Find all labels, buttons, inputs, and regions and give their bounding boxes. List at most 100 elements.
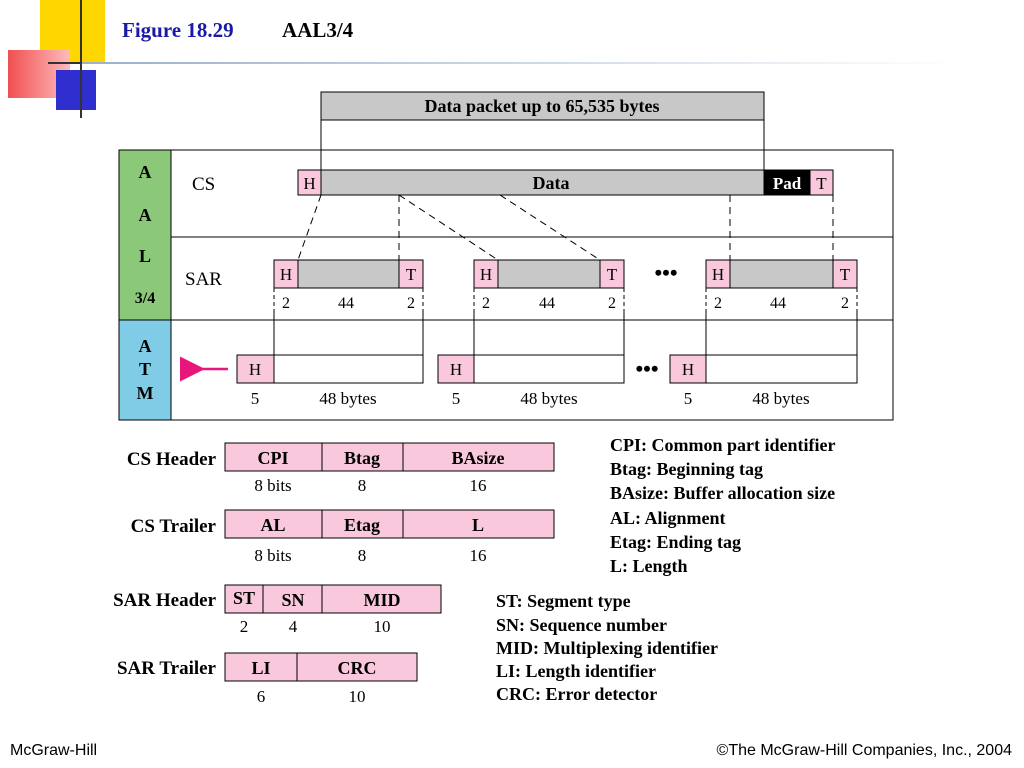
cs-data-label: Data [533,173,570,193]
cs-trailer-field-etag: Etag [344,515,380,535]
cs-header-size-cpi: 8 bits [254,476,291,495]
deco-blue-square [56,70,96,110]
sar-seg1-t-size: 2 [407,295,415,312]
sar-seg2-h-box [473,259,499,289]
cs-header-size-basize: 16 [470,476,487,495]
deco-vertical-line [80,0,82,118]
cs-t-box [809,169,834,196]
atm-letter-3: M [137,383,154,403]
sar-header-size-sn: 4 [289,617,298,636]
sar-seg1-h: H [280,265,292,284]
sar-seg1-t: T [406,265,417,284]
cs-trailer-field-l-box [402,509,555,539]
guide-cs-h-to-seg1 [297,194,322,261]
legend-sar-item: ST: Segment type [496,591,631,611]
sar-header-field-mid: MID [364,590,401,610]
atm-cell3-h-box [669,354,707,384]
legend-cs-item: CPI: Common part identifier [610,435,835,455]
legend-cs-item: Btag: Beginning tag [610,459,763,479]
atm-cell2-h-size: 5 [452,389,461,408]
cs-header-field-btag-box [321,442,404,472]
corner-decoration [0,0,140,120]
atm-cell1-body [273,354,424,384]
aal-letter-4: 3/4 [135,290,155,307]
legend-cs-item: L: Length [610,556,688,576]
sar-seg1-h-size: 2 [282,295,290,312]
atm-cell1-h-box [236,354,275,384]
sar-header-label: SAR Header [113,590,216,611]
sar-seg1-body [297,259,400,289]
sar-seg2-t-size: 2 [608,295,616,312]
sar-seg3-h-box [705,259,731,289]
sar-seg2-body [497,259,601,289]
atm-cell2-h: H [450,360,462,379]
legend-sar-item: MID: Multiplexing identifier [496,638,718,658]
sar-header-format: SAR Header ST SN MID 2 4 10 [113,584,442,636]
atm-cell1-h-size: 5 [251,389,260,408]
legend-sar-item: SN: Sequence number [496,615,667,635]
guide-split-to-seg2-start [398,194,499,261]
sar-seg2-body-size: 44 [539,295,555,312]
sar-trailer-label: SAR Trailer [117,658,217,679]
cs-pad-label: Pad [773,174,802,193]
sar-trailer-size-crc: 10 [349,687,366,706]
cs-header-label: CS Header [127,449,217,470]
sar-trailer-field-li: LI [251,658,270,678]
legend-cs: CPI: Common part identifier Btag: Beginn… [610,435,835,576]
atm-cell1-body-size: 48 bytes [319,389,376,408]
footer-publisher: McGraw-Hill [10,742,98,759]
atm-cell1-h: H [249,360,261,379]
cs-header-field-cpi-box [224,442,323,472]
aal-letter-1: A [139,162,152,182]
atm-ellipsis: ••• [635,356,658,381]
atm-cell-1: H 5 48 bytes [236,354,424,408]
cs-header-field-basize-box [402,442,555,472]
cs-h-label: H [303,174,315,193]
sar-segment-1: H T 2 44 2 [273,259,424,312]
sar-header-size-mid: 10 [374,617,391,636]
sar-row-label: SAR [185,269,222,290]
sar-ellipsis: ••• [654,260,677,285]
cs-pad-box [763,169,811,196]
aal-letter-3: L [139,246,151,266]
aal-side-panel [118,149,172,321]
sar-trailer-size-li: 6 [257,687,266,706]
cs-t-label: T [816,174,827,193]
atm-cell3-h: H [682,360,694,379]
sar-seg1-t-box [398,259,424,289]
sar-header-field-sn-box [262,584,323,614]
legend-cs-item: AL: Alignment [610,508,726,528]
slide-title: AAL3/4 [282,18,354,42]
sar-segment-3: H T 2 44 2 [705,259,858,312]
sar-seg3-h-size: 2 [714,295,722,312]
atm-cell3-body [705,354,858,384]
cs-header-size-btag: 8 [358,476,367,495]
atm-cell-2: H 5 48 bytes [437,354,625,408]
sar-trailer-field-crc-box [296,652,418,682]
sar-seg2-t: T [607,265,618,284]
legend-sar-item: LI: Length identifier [496,661,656,681]
cs-trailer-size-l: 16 [470,546,487,565]
cs-trailer-field-al-box [224,509,323,539]
sar-seg2-t-box [599,259,625,289]
atm-cell3-h-size: 5 [684,389,693,408]
sar-seg3-body [729,259,834,289]
atm-letter-1: A [139,336,152,356]
atm-side-panel [118,319,172,421]
cs-header-format: CS Header CPI Btag BAsize 8 bits 8 16 [127,442,555,495]
sar-trailer-field-crc: CRC [338,658,377,678]
cs-header-field-cpi: CPI [258,448,289,468]
legend-sar: ST: Segment type SN: Sequence number MID… [496,591,718,704]
legend-sar-item: CRC: Error detector [496,684,657,704]
figure-label: Figure 18.29 [122,18,234,42]
sar-seg3-t-box [832,259,858,289]
atm-cell2-body [473,354,625,384]
atm-cell-3: H 5 48 bytes [669,354,858,408]
cs-trailer-label: CS Trailer [131,516,217,537]
cs-row-label: CS [192,174,215,195]
cs-trailer-size-al: 8 bits [254,546,291,565]
sar-seg3-h: H [712,265,724,284]
cs-trailer-size-etag: 8 [358,546,367,565]
legend-cs-item: Etag: Ending tag [610,532,741,552]
